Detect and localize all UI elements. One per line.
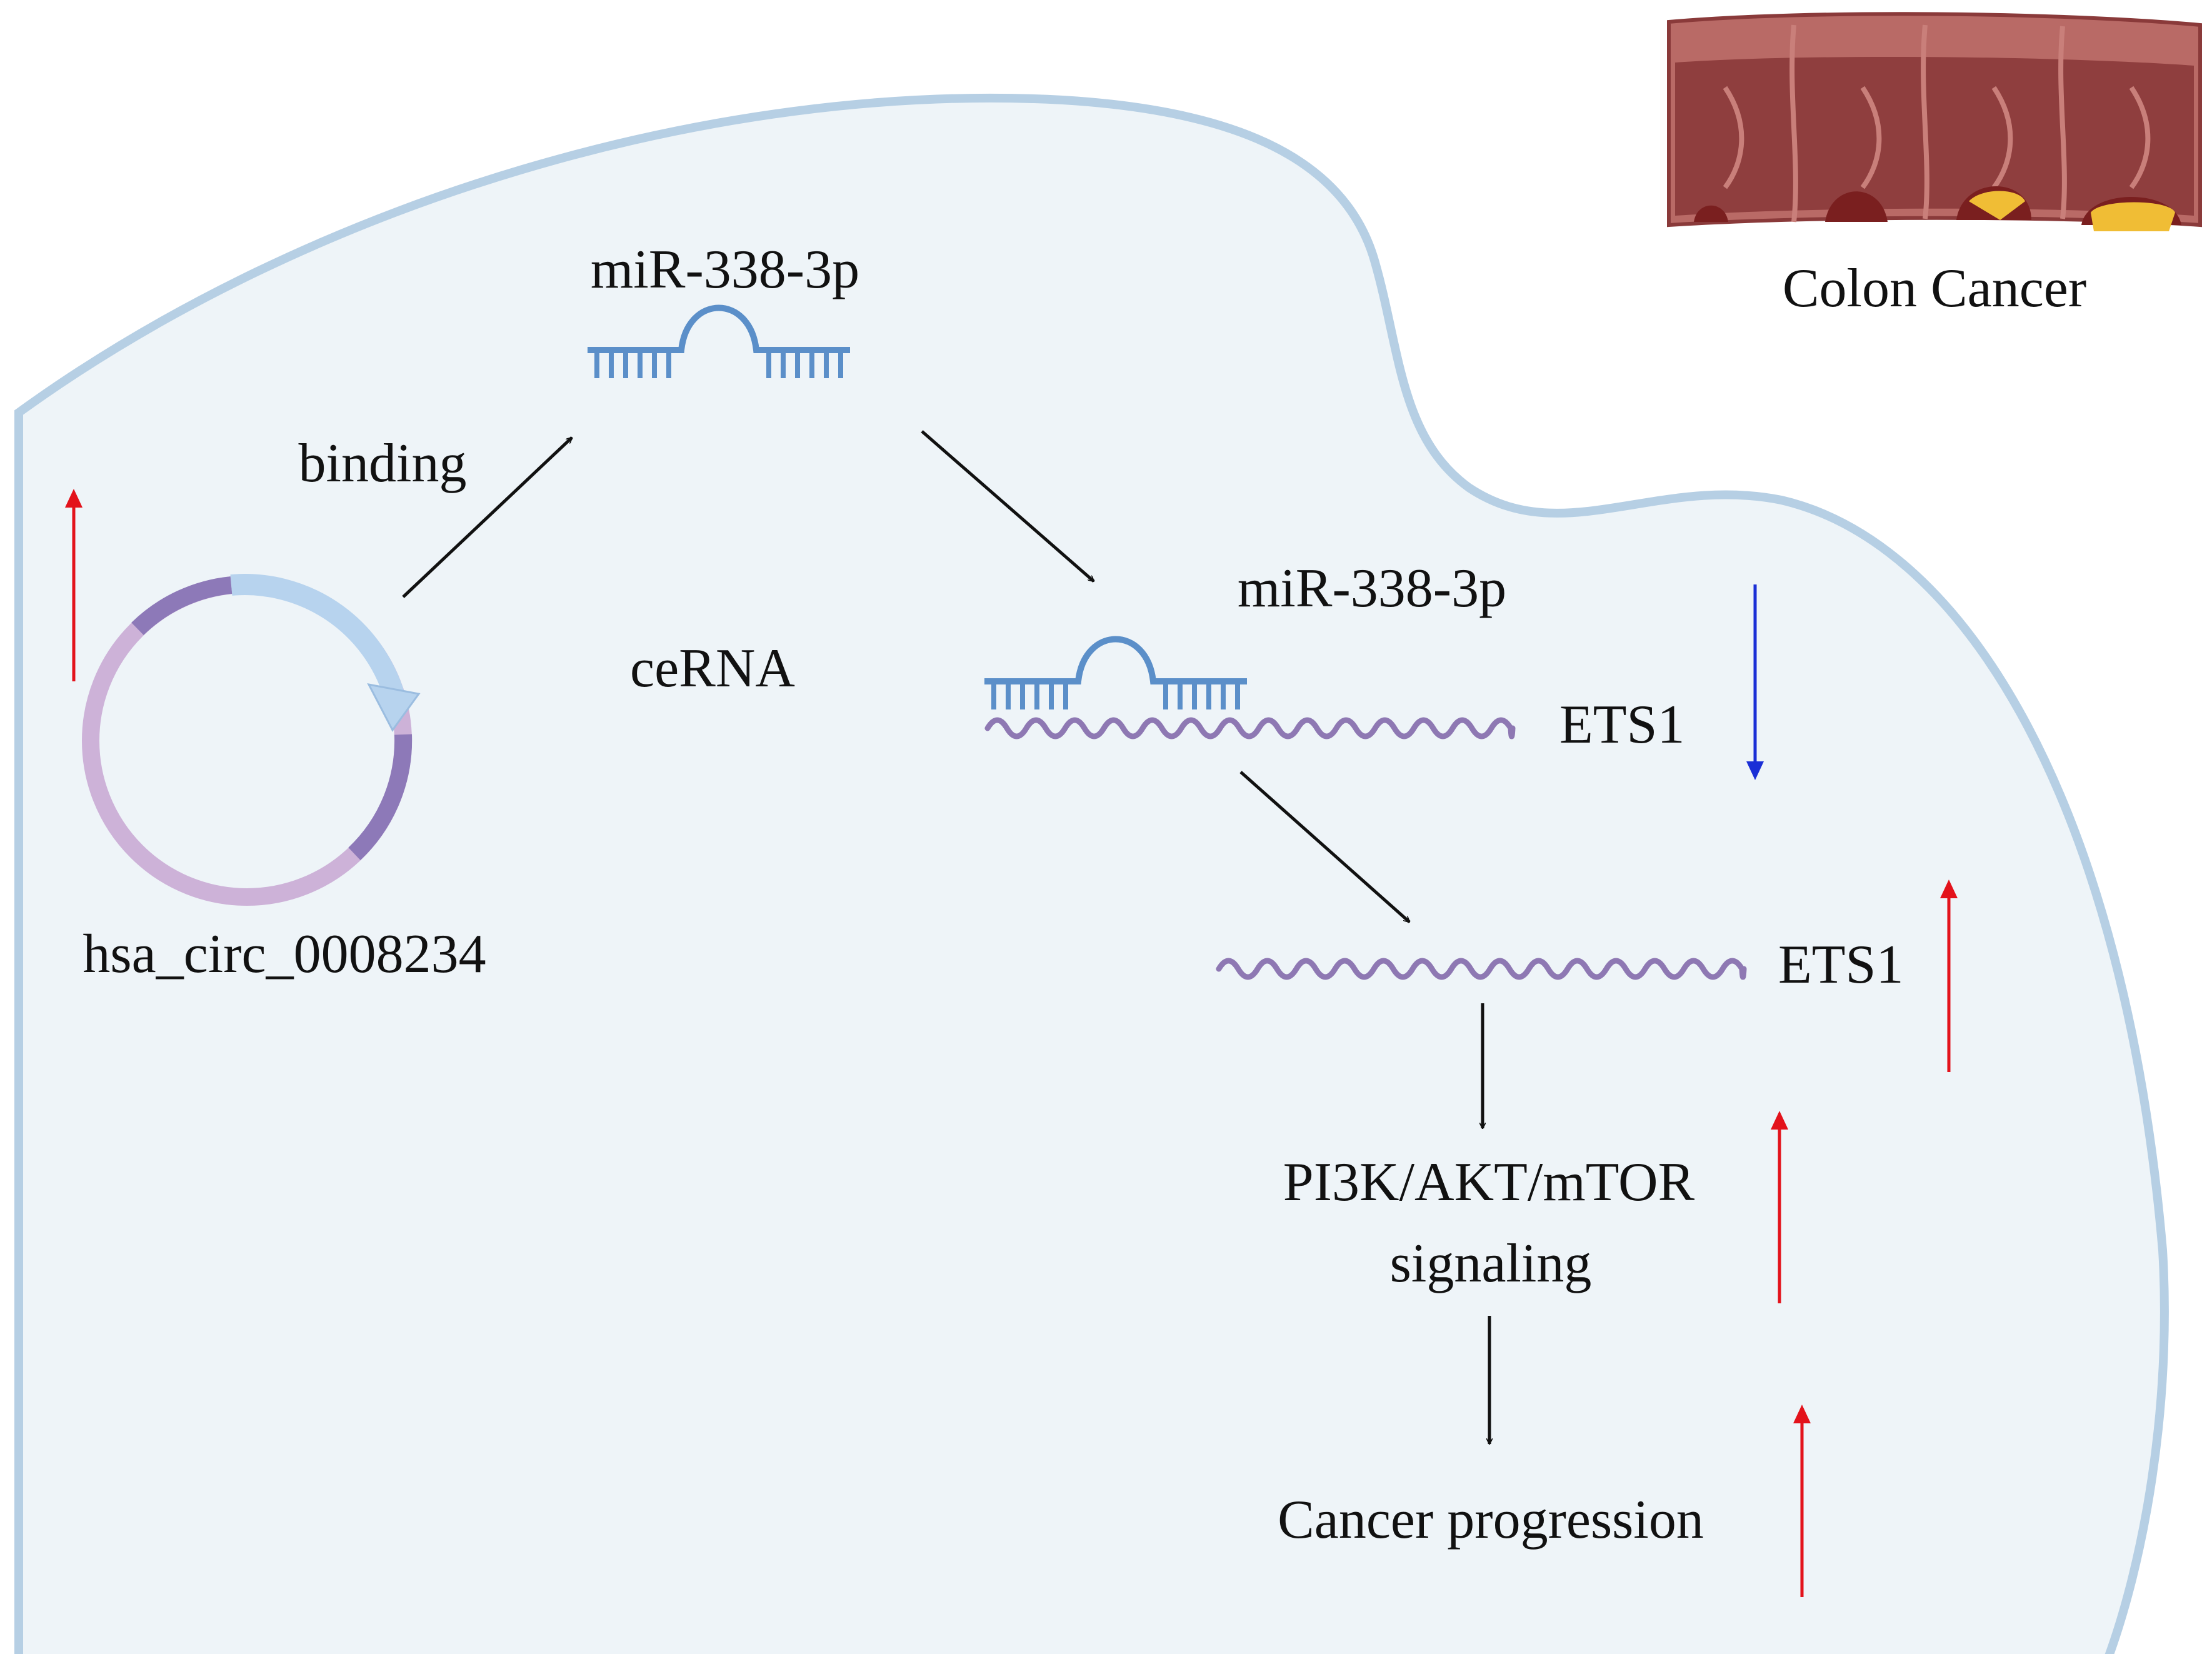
- outcome-label: Cancer progression: [1278, 1490, 1704, 1550]
- cerna-label: ceRNA: [630, 638, 795, 699]
- mirna-bound-icon: [984, 636, 1247, 709]
- circrna-arrowhead: [367, 683, 421, 732]
- circrna-label: hsa_circ_0008234: [83, 924, 486, 985]
- mrna-bound-wave: [984, 717, 1516, 739]
- mrna-free-wave: [1216, 958, 1747, 980]
- circrna-ring: [82, 574, 421, 906]
- ets1-bound-label: ETS1: [1559, 694, 1684, 755]
- colon-illustration: [1667, 12, 2202, 231]
- regulation-arrows: [65, 489, 1958, 1597]
- release-arrow: [1239, 771, 1409, 923]
- circrna-dark-segment-right: [348, 734, 413, 861]
- polyp-medium: [1825, 191, 1888, 222]
- mirna-bound-label: miR-338-3p: [1238, 558, 1506, 619]
- circrna-up-arrow: [65, 489, 83, 681]
- mirna-free-icon: [588, 304, 850, 378]
- binding-arrow: [402, 438, 572, 598]
- ets1-free-label: ETS1: [1778, 935, 1903, 995]
- colon-folds: [1723, 24, 2151, 223]
- pathway-label-line1: PI3K/AKT/mTOR: [1283, 1152, 1695, 1213]
- polyp-small: [1694, 205, 1728, 222]
- binding-label: binding: [299, 433, 467, 494]
- ets1-up-arrow: [1940, 880, 1958, 1072]
- cell-body: [14, 93, 2169, 1654]
- circrna-dark-segment-top: [131, 576, 233, 636]
- polyp-tumor-yellow: [1969, 191, 2025, 220]
- ets1-down-arrow: [1746, 584, 1764, 780]
- pathway-up-arrow: [1771, 1111, 1788, 1303]
- polyp-large-yellow: [2091, 202, 2175, 231]
- colon-cancer-label: Colon Cancer: [1783, 258, 2086, 319]
- circrna-arrow-segment: [230, 574, 404, 698]
- colon-lumen: [1675, 56, 2194, 216]
- pathway-label-line2: signaling: [1390, 1233, 1592, 1294]
- complex-arrow: [921, 430, 1094, 583]
- outcome-up-arrow: [1793, 1405, 1811, 1597]
- mirna-free-label: miR-338-3p: [591, 239, 859, 300]
